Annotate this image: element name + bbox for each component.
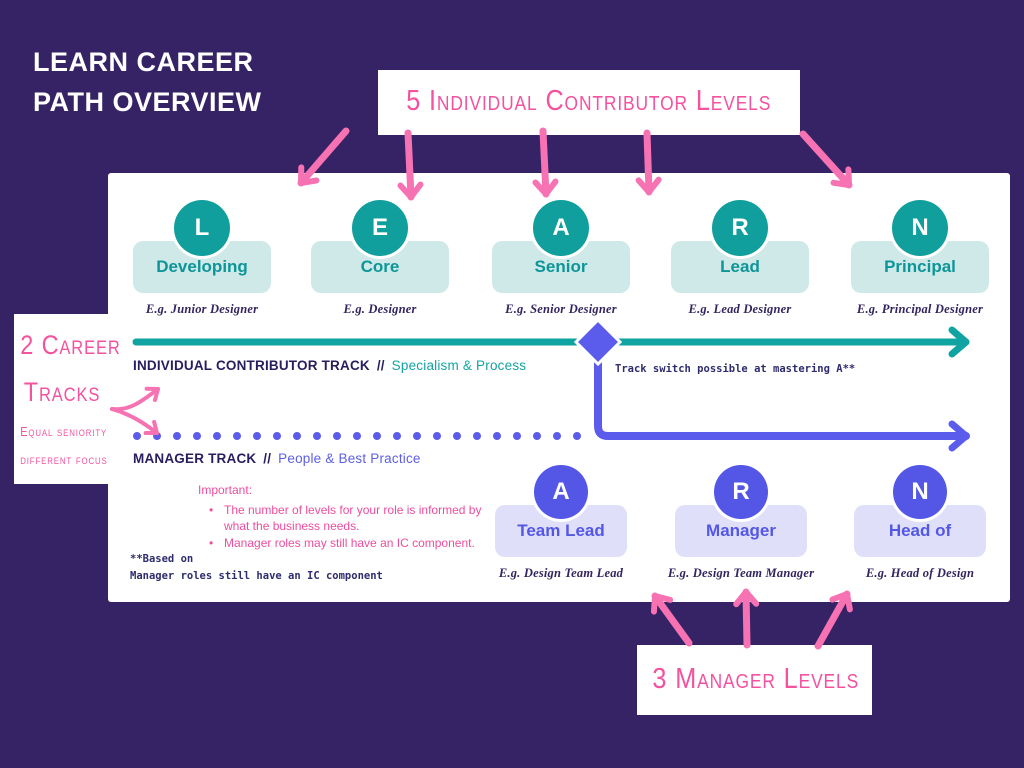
level-label: Senior <box>534 257 588 276</box>
track-separator: // <box>376 358 385 373</box>
level-example: E.g. Lead Designer <box>688 302 792 316</box>
ic-level-principal: N Principal E.g. Principal Designer <box>845 200 995 317</box>
callout-tracks-sub2: different focus <box>20 453 108 467</box>
level-label: Core <box>360 257 400 276</box>
ic-level-core: E Core E.g. Designer <box>305 200 455 317</box>
level-circle: A <box>534 465 588 519</box>
track-switch-note: Track switch possible at mastering A** <box>615 363 856 375</box>
footnote: **Based on Manager roles still have an I… <box>130 551 383 585</box>
ic-level-developing: L Developing E.g. Junior Designer <box>127 200 277 317</box>
ic-level-senior: A Senior E.g. Senior Designer <box>486 200 636 317</box>
level-label: Lead <box>720 257 760 276</box>
page-title-line1: LEARN CAREER <box>33 47 254 77</box>
manager-track-title-text: MANAGER TRACK <box>133 451 257 466</box>
ic-level-lead: R Lead E.g. Lead Designer <box>665 200 815 317</box>
level-example: E.g. Designer <box>343 302 417 316</box>
level-example: E.g. Senior Designer <box>505 302 617 316</box>
level-circle: R <box>712 200 768 256</box>
important-heading: Important: <box>198 483 253 497</box>
manager-level-team-lead: A Team Lead E.g. Design Team Lead <box>486 465 636 581</box>
callout-career-tracks: 2 Career Tracks Equal seniority differen… <box>14 314 121 484</box>
page-title-line2: PATH OVERVIEW <box>33 87 262 117</box>
callout-tracks-sub1: Equal seniority <box>20 425 108 439</box>
level-label: Manager <box>706 521 776 540</box>
ic-track-title-text: INDIVIDUAL CONTRIBUTOR TRACK <box>133 358 370 373</box>
level-example: E.g. Design Team Lead <box>498 566 624 580</box>
callout-manager-levels: 3 Manager Levels <box>637 645 872 715</box>
callout-ic-levels: 5 Individual Contributor Levels <box>378 70 800 135</box>
track-separator: // <box>263 451 272 466</box>
ic-track-subtitle: Specialism & Process <box>391 358 527 373</box>
level-circle: A <box>533 200 589 256</box>
footnote-line2: Manager roles still have an IC component <box>130 570 383 582</box>
level-example: E.g. Junior Designer <box>145 302 259 316</box>
manager-callout-arrow-icon <box>650 592 693 647</box>
level-label: Team Lead <box>517 521 605 540</box>
level-circle: E <box>352 200 408 256</box>
manager-track-title: MANAGER TRACK // People & Best Practice <box>133 451 421 466</box>
important-bullet: The number of levels for your role is in… <box>207 502 487 535</box>
level-label: Principal <box>884 257 956 276</box>
callout-tracks-line1: 2 Career <box>20 330 121 360</box>
callout-tracks-line2: Tracks <box>23 377 101 407</box>
callout-ic-levels-text: 5 Individual Contributor Levels <box>406 85 772 117</box>
manager-level-manager: R Manager E.g. Design Team Manager <box>666 465 816 581</box>
level-label: Head of <box>888 521 952 540</box>
important-bullet-list: The number of levels for your role is in… <box>207 502 487 552</box>
level-example: E.g. Design Team Manager <box>667 566 815 580</box>
manager-level-head-of: N Head of E.g. Head of Design <box>845 465 995 581</box>
footnote-line1: **Based on <box>130 553 194 565</box>
level-example: E.g. Principal Designer <box>856 302 984 316</box>
callout-manager-levels-text: 3 Manager Levels <box>652 663 860 695</box>
manager-track-subtitle: People & Best Practice <box>278 451 421 466</box>
level-circle: R <box>714 465 768 519</box>
level-label: Developing <box>156 257 248 276</box>
level-circle: N <box>893 465 947 519</box>
page-title: LEARN CAREER PATH OVERVIEW <box>33 42 262 122</box>
level-circle: N <box>892 200 948 256</box>
level-circle: L <box>174 200 230 256</box>
important-note: Important: The number of levels for your… <box>198 482 498 551</box>
ic-track-title: INDIVIDUAL CONTRIBUTOR TRACK // Speciali… <box>133 358 526 373</box>
important-bullet: Manager roles may still have an IC compo… <box>207 535 487 552</box>
level-example: E.g. Head of Design <box>865 566 975 580</box>
